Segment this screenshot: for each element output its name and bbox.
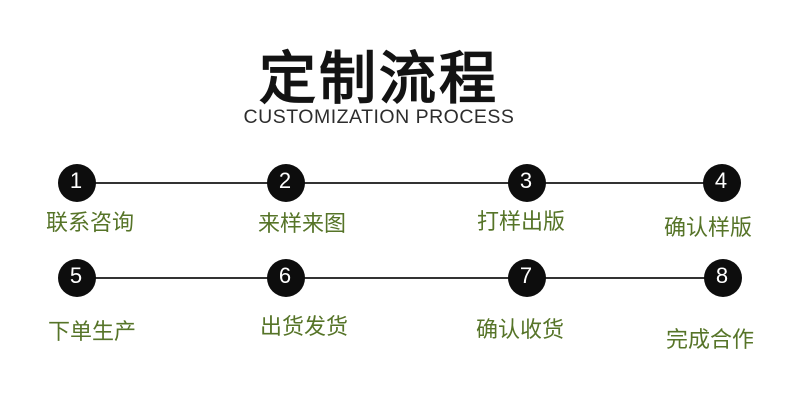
step-circle-2: 2 (267, 164, 305, 202)
step-label-3: 打样出版 (477, 209, 566, 234)
step-number-6: 6 (278, 263, 292, 288)
connector-line-row2 (77, 277, 723, 279)
page-title: 定制流程 (259, 47, 499, 111)
step-label-1: 联系咨询 (46, 210, 135, 235)
step-circle-1: 1 (58, 164, 96, 202)
step-number-5: 5 (69, 263, 83, 288)
step-circle-5: 5 (58, 259, 96, 297)
step-label-8: 完成合作 (666, 327, 755, 352)
step-label-4: 确认样版 (664, 215, 753, 240)
step-label-5: 下单生产 (48, 319, 137, 344)
step-number-8: 8 (715, 263, 729, 288)
step-label-7: 确认收货 (476, 317, 565, 342)
step-number-3: 3 (519, 168, 533, 193)
step-label-2: 来样来图 (258, 211, 347, 236)
step-number-7: 7 (519, 263, 533, 288)
connector-line-row1 (77, 182, 722, 184)
step-number-1: 1 (69, 168, 83, 193)
page-subtitle: CUSTOMIZATION PROCESS (243, 106, 515, 128)
step-circle-7: 7 (508, 259, 546, 297)
step-number-2: 2 (278, 168, 292, 193)
step-circle-4: 4 (703, 164, 741, 202)
step-number-4: 4 (714, 168, 728, 193)
step-circle-6: 6 (267, 259, 305, 297)
step-circle-8: 8 (704, 259, 742, 297)
step-circle-3: 3 (508, 164, 546, 202)
step-label-6: 出货发货 (260, 314, 349, 339)
